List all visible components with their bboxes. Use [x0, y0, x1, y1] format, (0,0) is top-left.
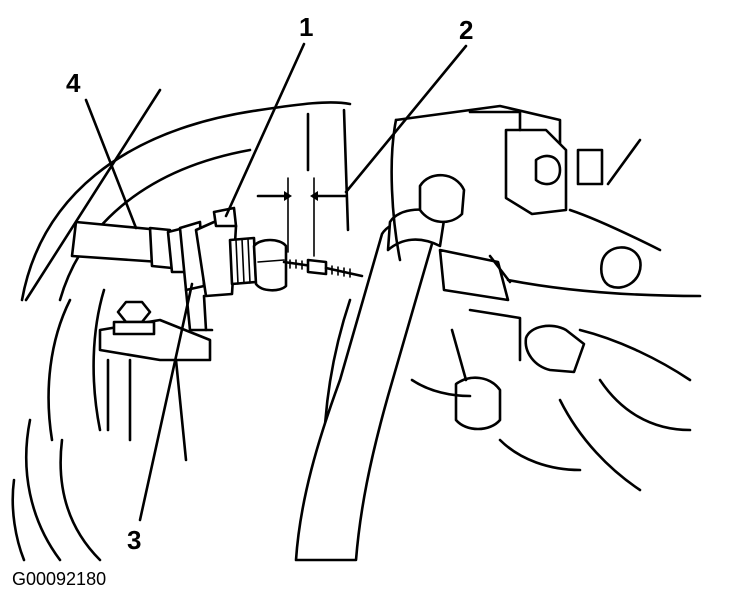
- leader-line-2: [344, 44, 468, 194]
- right-knob: [599, 246, 642, 289]
- upper-right-mechanism: [390, 104, 662, 262]
- leader-line-1: [224, 42, 306, 218]
- dimension-marks: [256, 177, 348, 257]
- callout-2-label: 2: [459, 15, 474, 45]
- callout-3-label: 3: [127, 525, 142, 555]
- background-edge-line: [24, 88, 162, 302]
- leader-lines: [84, 42, 468, 522]
- leader-line-4: [84, 98, 138, 230]
- callout-1-label: 1: [299, 12, 314, 42]
- cable-end-fitting: [252, 238, 364, 292]
- callout-4-label: 4: [66, 68, 81, 98]
- bracket-bolt: [112, 300, 156, 336]
- lower-right-components: [410, 308, 692, 492]
- adjuster-assembly: [178, 206, 258, 332]
- leader-line-3: [138, 282, 194, 522]
- background-hose: [11, 101, 352, 562]
- cable-sheath: [70, 220, 190, 274]
- figure-id-label: G00092180: [12, 569, 107, 589]
